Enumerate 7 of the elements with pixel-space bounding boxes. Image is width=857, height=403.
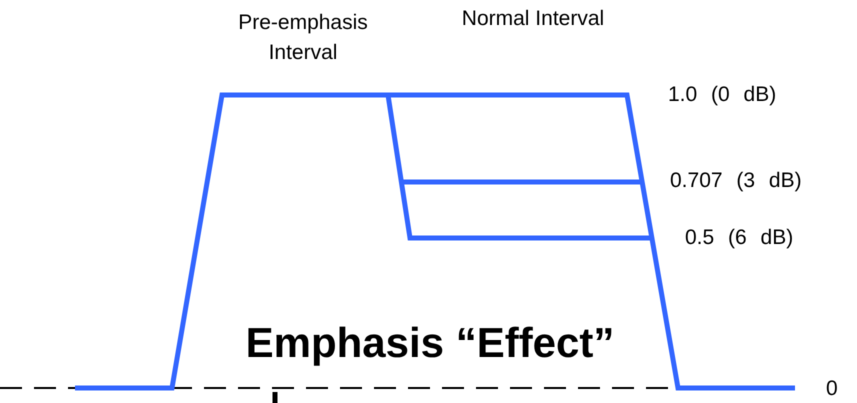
level-label: 1.0 (0 dB): [668, 82, 778, 108]
diagram-heading: Emphasis “Effect”: [244, 318, 616, 368]
axis-value: 0: [826, 376, 839, 402]
interval-label: Normal Interval: [460, 6, 606, 32]
level-label: 0.5 (6 dB): [685, 225, 794, 251]
level-label: 0.707 (3 dB): [670, 168, 803, 194]
interval-label: Pre-emphasis Interval: [237, 10, 369, 66]
